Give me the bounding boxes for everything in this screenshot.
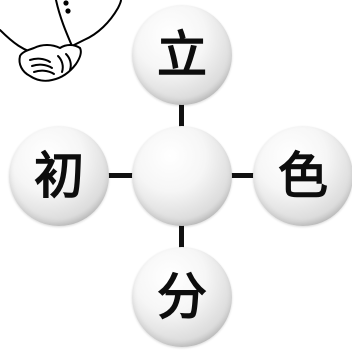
connector-left xyxy=(108,173,134,178)
character-top: 立 xyxy=(157,30,207,80)
character-bottom: 分 xyxy=(157,272,207,322)
character-bubble-bottom[interactable]: 分 xyxy=(132,247,232,347)
character-right: 色 xyxy=(278,151,328,201)
connector-bottom xyxy=(179,222,184,250)
connector-right xyxy=(229,173,255,178)
character-bubble-right[interactable]: 色 xyxy=(253,126,352,226)
character-bubble-top[interactable]: 立 xyxy=(132,5,232,105)
character-bubble-left[interactable]: 初 xyxy=(9,126,109,226)
answer-bubble-center[interactable] xyxy=(132,126,232,226)
hands-clasped-illustration xyxy=(0,0,125,90)
character-left: 初 xyxy=(34,151,84,201)
